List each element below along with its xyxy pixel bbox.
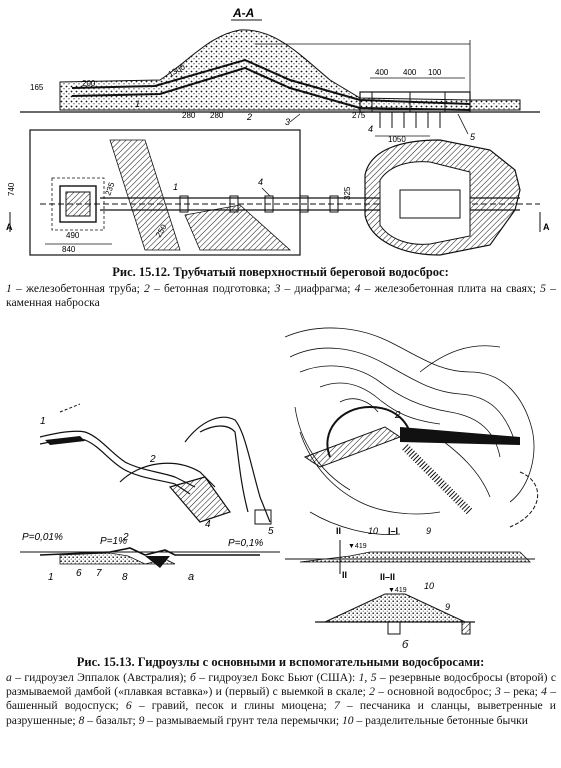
- caption-label: 2: [369, 685, 375, 699]
- figure-15-12-drawing: А-А 165 200 1300 280 280 275 400 400 100…: [6, 6, 550, 256]
- caption-label: б: [189, 671, 196, 684]
- label-1-top: 1: [40, 416, 46, 427]
- sub-label-a: a: [188, 571, 194, 583]
- dim-280a: 280: [182, 111, 196, 120]
- label-6: 6: [76, 568, 82, 579]
- caption-segment: – основной водосброс;: [374, 685, 495, 699]
- caption-segment: – размываемый грунт тела перемычки;: [144, 713, 342, 727]
- figure-15-13-drawing: 1 2 4 P=0,01% P=1% 2 P=0,1% 5 1 6 7 8 a …: [20, 327, 538, 651]
- callout-2: 2: [246, 112, 252, 122]
- cut-mark-a-right: А: [543, 222, 550, 232]
- elevation-1: ▼419: [348, 543, 367, 550]
- caption-label: 10: [341, 713, 354, 727]
- callout-3: 3: [285, 117, 290, 127]
- dim-400b: 400: [403, 68, 417, 77]
- label-9: 9: [426, 526, 431, 536]
- callout-4: 4: [368, 124, 373, 134]
- dim-1050: 1050: [388, 135, 406, 144]
- legend-num: 4: [354, 282, 361, 295]
- label-2-profile: 2: [122, 532, 129, 543]
- dim-490: 490: [66, 231, 80, 240]
- caption-segment: – гравий, песок и глины миоцена;: [131, 699, 334, 713]
- caption-label: 9: [138, 713, 145, 727]
- callout-1: 1: [135, 99, 140, 109]
- caption-segment: – река;: [500, 685, 542, 699]
- caption-label: а: [6, 671, 12, 684]
- label-10: 10: [368, 526, 378, 536]
- legend-num: 1: [6, 282, 12, 295]
- legend-text: – железобетонная труба;: [11, 282, 145, 295]
- dim-280b: 280: [210, 111, 224, 120]
- caption-legend-15-12: 1 – железобетонная труба; 2 – бетонная п…: [6, 282, 556, 310]
- caption-segment: – разделительные бетонные бычки: [353, 713, 529, 727]
- legend-text: – бетонная подготовка;: [149, 282, 275, 295]
- dim-100: 100: [428, 68, 442, 77]
- sub-label-b: б: [402, 639, 409, 651]
- caption-label: 4: [541, 685, 547, 699]
- label-10-section: 10: [424, 581, 434, 591]
- callout-1-plan: 1: [173, 182, 178, 192]
- label-p1: P=1%: [100, 536, 127, 547]
- section-mark-i: I–I: [388, 526, 398, 536]
- label-2-plan: 2: [149, 454, 156, 465]
- legend-num: 3: [274, 282, 281, 295]
- dim-400a: 400: [375, 68, 389, 77]
- legend-num: 5: [540, 282, 546, 295]
- caption-segment: – гидроузел Эппалок (Австралия);: [11, 671, 190, 684]
- callout-4-plan: 4: [258, 177, 263, 187]
- section-mark-ii-bottom: II: [342, 570, 347, 580]
- caption-segment: – базальт;: [84, 713, 139, 727]
- caption-label: 6: [125, 699, 132, 713]
- section-mark-ii: II: [336, 526, 341, 536]
- section-label-ii-ii: II–II: [380, 572, 395, 582]
- legend-text: – железобетонная плита на сваях;: [360, 282, 541, 295]
- dim-740: 740: [7, 182, 16, 196]
- label-1: 1: [48, 572, 54, 583]
- label-p001: P=0,01%: [22, 532, 63, 543]
- caption-title-15-13: Рис. 15.13. Гидроузлы с основными и вспо…: [76, 655, 485, 669]
- label-p01: P=0,1%: [228, 538, 263, 549]
- caption-label: 7: [333, 699, 340, 713]
- figure-15-13: 1 2 4 P=0,01% P=1% 2 P=0,1% 5 1 6 7 8 a …: [0, 312, 561, 652]
- dim-325: 325: [343, 186, 352, 200]
- caption-title-15-12: Рис. 15.12. Трубчатый поверхностный бере…: [112, 265, 449, 279]
- caption-segment: – резервные водосбросы (второй) с размыв…: [6, 671, 557, 699]
- hill-profile: [59, 29, 521, 111]
- label-8: 8: [122, 572, 128, 583]
- label-5: 5: [268, 526, 274, 537]
- label-9-section: 9: [445, 602, 450, 612]
- figure-15-12: А-А 165 200 1300 280 280 275 400 400 100…: [0, 0, 561, 262]
- label-4: 4: [205, 519, 211, 530]
- callout-5: 5: [470, 132, 476, 142]
- dim-235: 235: [103, 181, 116, 197]
- caption-label: 1, 5: [358, 671, 377, 684]
- elevation-2: ▼419: [388, 587, 407, 594]
- legend-num: 2: [144, 282, 150, 295]
- caption-label: 8: [78, 713, 85, 727]
- caption-segment: – песчаника и сланцы, выветренные и разр…: [6, 699, 556, 727]
- label-2-map: 2: [394, 410, 401, 421]
- caption-segment: – башенный водоспуск;: [6, 685, 556, 713]
- dim-165: 165: [30, 83, 44, 92]
- legend-text: – каменная наброска: [6, 282, 556, 310]
- caption-label: 3: [494, 685, 501, 699]
- legend-text: – диафрагма;: [280, 282, 355, 295]
- caption-segment: – гидроузел Бокс Бьют (США):: [195, 671, 359, 684]
- section-label-aa: А-А: [232, 6, 254, 20]
- dim-275: 275: [352, 111, 366, 120]
- caption-text-15-13: а – гидроузел Эппалок (Австралия); б – г…: [6, 671, 556, 728]
- label-7: 7: [96, 568, 102, 579]
- dim-840: 840: [62, 245, 76, 254]
- dim-200: 200: [82, 79, 96, 88]
